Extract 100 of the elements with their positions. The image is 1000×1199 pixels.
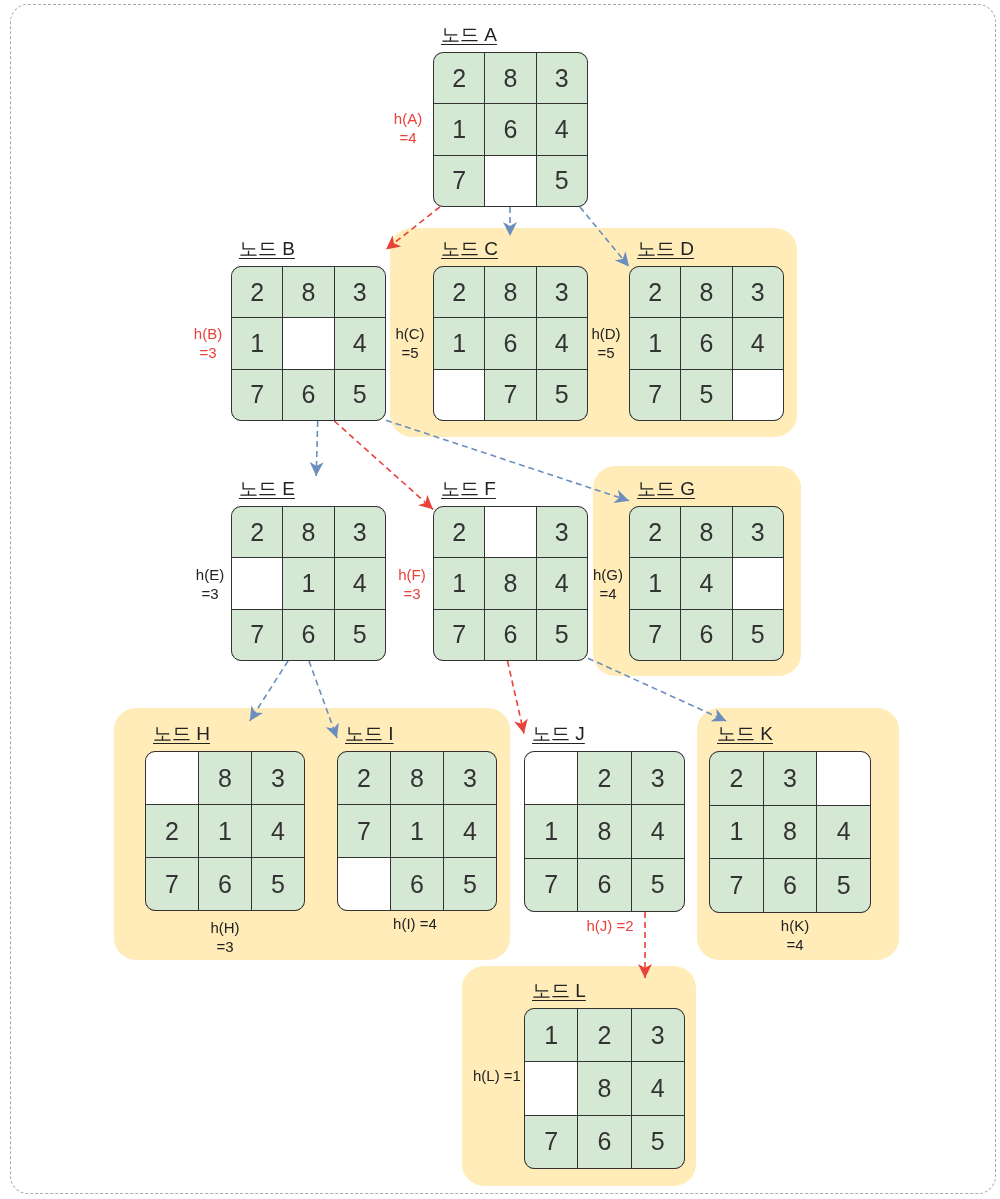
puzzle-tile: 7 — [710, 859, 763, 912]
puzzle-tile: 6 — [199, 858, 251, 910]
puzzle-tile: 6 — [763, 859, 817, 912]
heuristic-label: h(E) =3 — [194, 565, 226, 603]
arrow — [503, 206, 517, 237]
puzzle-tile: 5 — [631, 858, 684, 911]
puzzle-tile: 7 — [485, 369, 536, 420]
puzzle-tile: 7 — [525, 1115, 578, 1168]
puzzle-tile: 6 — [283, 609, 334, 660]
node-heading: 노드 H — [153, 723, 210, 745]
puzzle-tile: 1 — [710, 805, 763, 859]
arrow — [638, 911, 652, 979]
puzzle-tile: 3 — [631, 752, 684, 805]
puzzle-tile: 6 — [485, 104, 536, 155]
puzzle-tile: 3 — [763, 752, 817, 805]
puzzle-tile: 2 — [434, 267, 485, 318]
puzzle-tile: 6 — [578, 858, 631, 911]
puzzle-tile: 4 — [334, 558, 385, 609]
node-heading: 노드 C — [441, 238, 498, 260]
puzzle-tile: 6 — [485, 609, 536, 660]
heuristic-label: h(H) =3 — [209, 918, 241, 956]
puzzle-tile: 7 — [630, 369, 681, 420]
arrow — [385, 419, 630, 503]
puzzle-tile: 2 — [630, 507, 681, 558]
puzzle-tile: 7 — [434, 155, 485, 206]
puzzle-tile: 4 — [817, 805, 870, 859]
puzzle-tile: 8 — [199, 752, 251, 804]
puzzle-tile: 4 — [732, 318, 783, 369]
puzzle-tile: 8 — [578, 1062, 631, 1115]
puzzle-tile: 4 — [536, 318, 587, 369]
node-heading: 노드 K — [717, 723, 773, 745]
puzzle-tile: 8 — [578, 805, 631, 858]
puzzle-tile: 6 — [578, 1115, 631, 1168]
puzzle-tile: 6 — [681, 609, 732, 660]
puzzle-tile: 7 — [434, 609, 485, 660]
heuristic-label: h(F) =3 — [397, 565, 427, 603]
highlight-band — [593, 466, 801, 676]
puzzle-tile: 3 — [536, 507, 587, 558]
puzzle-tile: 1 — [199, 805, 251, 857]
puzzle-tile: 7 — [525, 858, 578, 911]
heuristic-label: h(J) =2 — [586, 916, 634, 935]
puzzle-tile: 1 — [630, 318, 681, 369]
puzzle-tile: 3 — [732, 507, 783, 558]
puzzle-tile: 1 — [630, 558, 681, 609]
puzzle-tile: 7 — [232, 369, 283, 420]
heuristic-label: h(K) =4 — [779, 916, 811, 954]
puzzle-tile: 2 — [232, 267, 283, 318]
arrow — [579, 206, 630, 268]
puzzle-tile: 5 — [631, 1115, 684, 1168]
puzzle-tile: 7 — [232, 609, 283, 660]
puzzle-tile: 8 — [485, 53, 536, 104]
puzzle-tile: 5 — [252, 858, 304, 910]
node-heading: 노드 G — [637, 478, 696, 500]
node-heading: 노드 A — [441, 24, 497, 46]
heuristic-label: h(I) =4 — [392, 914, 438, 933]
node-heading: 노드 E — [239, 478, 295, 500]
puzzle-tile: 6 — [681, 318, 732, 369]
puzzle-tile: 8 — [681, 507, 732, 558]
puzzle-tile: 5 — [536, 369, 587, 420]
heuristic-label: h(A) =4 — [392, 109, 424, 147]
puzzle-tile: 3 — [536, 53, 587, 104]
puzzle-tile: 5 — [817, 859, 870, 912]
puzzle-tile: 2 — [578, 752, 631, 805]
puzzle-tile: 4 — [536, 558, 587, 609]
node-heading: 노드 L — [532, 980, 586, 1002]
highlight-band — [462, 966, 696, 1186]
puzzle-tile: 4 — [631, 1062, 684, 1115]
puzzle-tile: 4 — [631, 805, 684, 858]
highlight-band — [114, 708, 510, 960]
heuristic-label: h(L) =1 — [473, 1066, 521, 1085]
puzzle-tile: 5 — [536, 609, 587, 660]
arrow — [587, 657, 727, 722]
puzzle-tile: 1 — [232, 318, 283, 369]
puzzle-tile: 4 — [444, 805, 496, 857]
puzzle-tile: 4 — [252, 805, 304, 857]
puzzle-tile: 8 — [391, 752, 443, 804]
puzzle-tile: 1 — [525, 805, 578, 858]
node-heading: 노드 J — [532, 723, 585, 745]
arrow — [309, 420, 324, 477]
node-heading: 노드 D — [637, 238, 694, 260]
arrow — [385, 206, 441, 251]
puzzle-tile: 8 — [681, 267, 732, 318]
puzzle-tile: 5 — [334, 609, 385, 660]
puzzle-tile: 3 — [334, 507, 385, 558]
puzzle-tile: 3 — [732, 267, 783, 318]
puzzle-tile: 5 — [444, 858, 496, 910]
puzzle-tile: 3 — [444, 752, 496, 804]
node-heading: 노드 I — [345, 723, 394, 745]
heuristic-label: h(D) =5 — [590, 324, 622, 362]
puzzle-tile: 4 — [536, 104, 587, 155]
arrow — [249, 660, 289, 722]
puzzle-tile: 2 — [710, 752, 763, 805]
arrow — [506, 660, 528, 735]
highlight-band — [697, 708, 899, 960]
puzzle-tile: 1 — [434, 318, 485, 369]
puzzle-tile: 6 — [391, 858, 443, 910]
puzzle-tile: 1 — [525, 1009, 578, 1062]
puzzle-tile: 2 — [232, 507, 283, 558]
puzzle-tile: 6 — [485, 318, 536, 369]
puzzle-tile: 5 — [536, 155, 587, 206]
